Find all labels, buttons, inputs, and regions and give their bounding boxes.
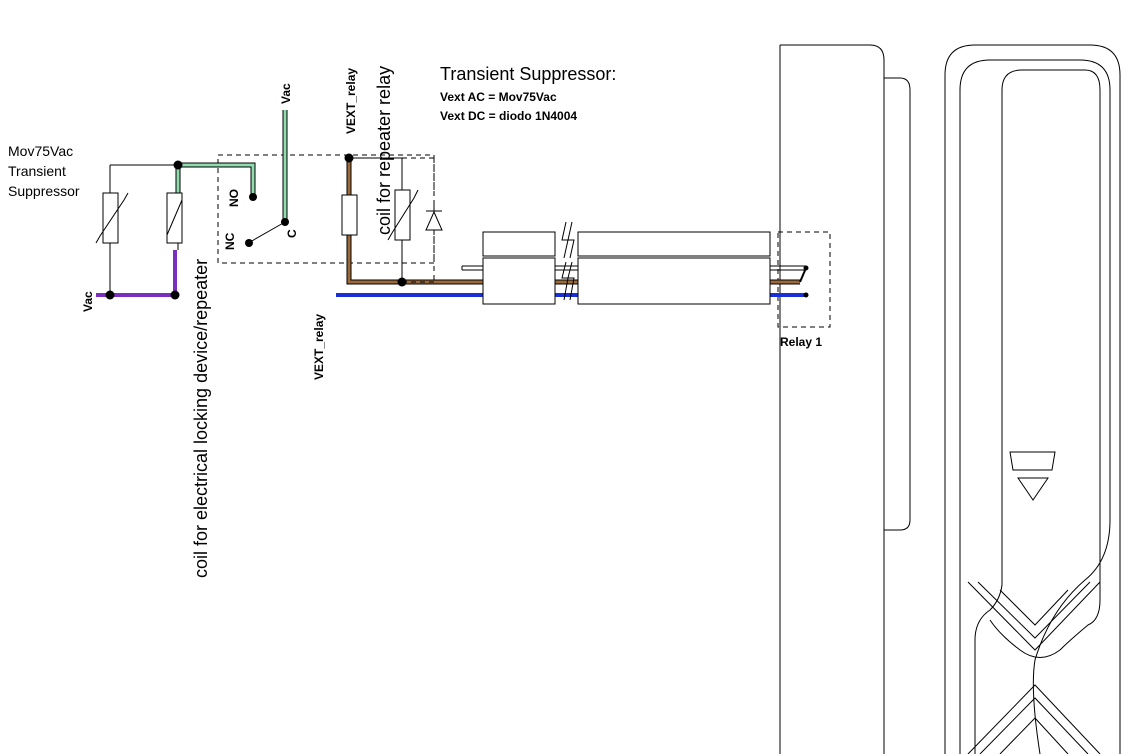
vac-bottom-label: Vac: [81, 291, 95, 312]
vext-relay-bottom-label: VEXT_relay: [312, 314, 326, 380]
green-wire: [175, 110, 288, 222]
junction-dots: [105, 153, 407, 300]
diode: [402, 157, 443, 283]
handset-chevron-up: [967, 684, 1101, 754]
handset: [944, 44, 1121, 754]
relay1-terminals: [803, 265, 809, 298]
suppressor-line1-label: Transient: [8, 163, 66, 179]
suppressor-line2-label: Suppressor: [8, 183, 80, 199]
relay-contacts: [245, 193, 289, 247]
relay1-label: Relay 1: [780, 335, 822, 349]
handset-chevron-down: [967, 581, 1101, 651]
nc-terminal: [245, 239, 253, 247]
vac-top-label: Vac: [279, 83, 293, 104]
ts-dc-label: Vext DC = diodo 1N4004: [440, 109, 577, 123]
c-terminal: [281, 218, 289, 226]
c-label: C: [285, 229, 299, 238]
nc-label: NC: [223, 232, 237, 250]
intercom-base-unit: [779, 44, 911, 754]
no-terminal: [249, 193, 257, 201]
ts-ac-label: Vext AC = Mov75Vac: [440, 90, 557, 104]
suppressor-name-label: Mov75Vac: [8, 143, 73, 159]
cable-blocks: [482, 221, 771, 305]
coil-repeater-label: coil for repeater relay: [374, 66, 394, 235]
mov-suppressor-right: [349, 157, 419, 282]
purple-wire: [96, 250, 177, 297]
cable-outline: [461, 265, 806, 271]
repeater-relay-coil: [341, 194, 358, 236]
coil-locking-label: coil for electrical locking device/repea…: [191, 259, 211, 578]
no-label: NO: [227, 189, 241, 207]
handset-indicator: [1009, 451, 1056, 501]
ts-title-label: Transient Suppressor:: [440, 64, 616, 84]
vext-relay-top-label: VEXT_relay: [344, 68, 358, 134]
coil-locking-device: [166, 192, 183, 250]
mov-suppressor-left: [95, 164, 178, 295]
